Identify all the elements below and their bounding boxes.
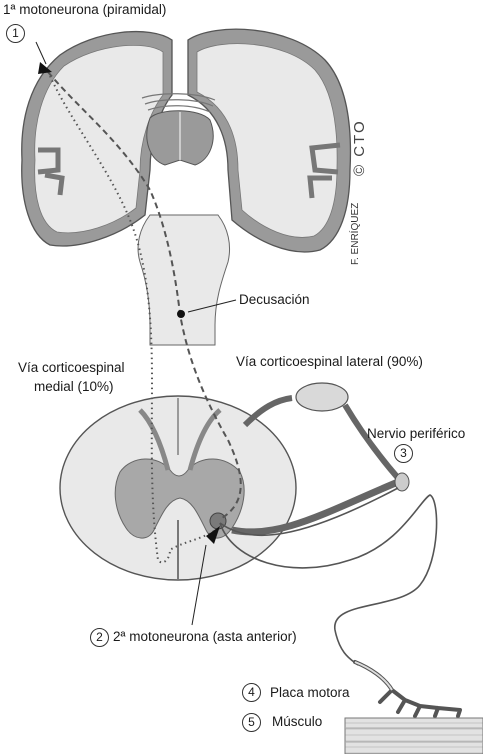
marker-3: 3 [394,444,413,463]
cto-logo: © CTO [351,119,368,176]
label-decussation: Decusación [239,292,310,307]
brain-coronal-section [21,28,352,346]
spinal-nerve [342,403,401,480]
label-muscle: Músculo [272,714,323,729]
spinal-cord-section [59,395,297,581]
label-peripheral-nerve: Nervio periférico [367,426,466,441]
neuromuscular-junction [344,660,483,754]
illustrator-signature: F. ENRÍQUEZ [350,202,361,265]
axon-from-soma [219,487,399,537]
marker-1: 1 [6,24,25,43]
left-hemisphere-white-matter [34,44,164,234]
label-medial-tract-line1: Vía corticoespinal [18,360,125,375]
marker-4: 4 [242,683,261,702]
peripheral-nerve-group [219,382,438,666]
second-motoneuron-body [209,512,227,530]
ventral-root [231,478,400,536]
tract-arrowhead [206,526,220,544]
dorsal-root-ganglion [295,382,349,412]
decussation-point [177,310,185,318]
nerve-cut-end [394,472,410,492]
upper-motoneuron-pointer [38,62,52,74]
posterior-horn-left [138,408,171,471]
leader-lines [35,41,237,626]
dorsal-root [242,395,293,428]
right-hemisphere-white-matter [196,43,338,238]
label-second-motoneuron: 2ª motoneurona (asta anterior) [113,629,297,644]
posterior-horn-right [187,408,222,471]
marker-2: 2 [90,628,109,647]
lateral-corticospinal-tract [47,71,242,519]
label-medial-tract-line2: medial (10%) [34,379,114,394]
corpus-callosum [141,93,216,113]
label-motor-plate: Placa motora [270,685,350,700]
right-lateral-sulcus [307,142,341,199]
label-first-motoneuron: 1ª motoneurona (piramidal) [3,2,167,17]
brainstem [137,214,231,346]
motor-axon [219,494,438,666]
left-lateral-sulcus [37,147,65,196]
label-lateral-tract: Vía corticoespinal lateral (90%) [236,354,423,369]
muscle-fibers [344,717,483,754]
marker-5: 5 [242,713,261,732]
corticospinal-tracts [38,62,242,564]
